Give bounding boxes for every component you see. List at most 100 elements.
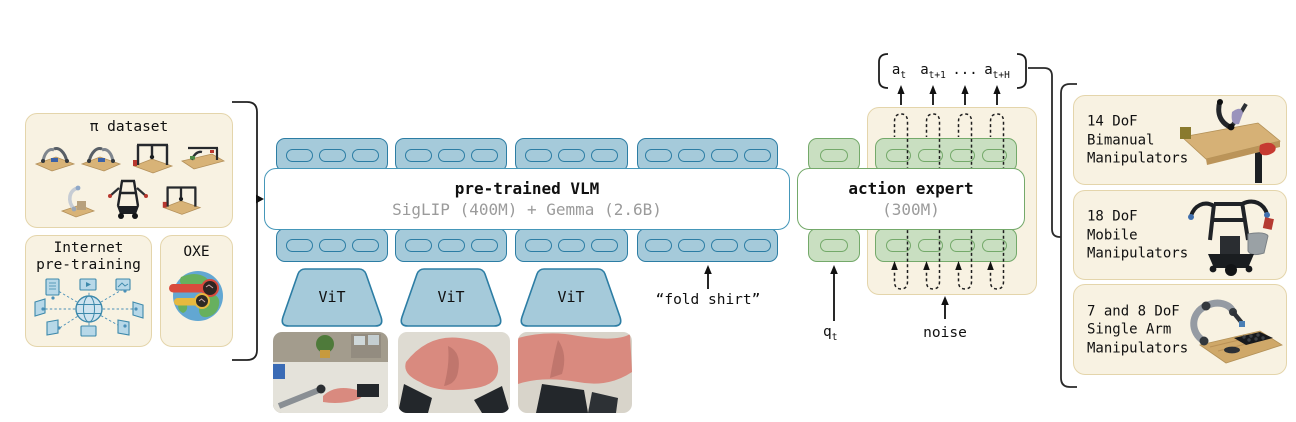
action-token-block bbox=[875, 228, 1017, 262]
trapezoid-shape bbox=[281, 268, 383, 327]
token-pill bbox=[525, 238, 552, 252]
vlm-subtitle: SigLIP (400M) + Gemma (2.6B) bbox=[392, 200, 662, 219]
vlm-token-block bbox=[637, 228, 778, 262]
token-pill bbox=[318, 238, 346, 252]
token-pill bbox=[351, 148, 379, 162]
mobile-robot-photo bbox=[1188, 199, 1274, 276]
vlm-token-block bbox=[395, 228, 507, 262]
robot-thumb-icon bbox=[179, 142, 227, 176]
pi-dataset-thumbnails-row2 bbox=[54, 176, 204, 220]
token-pill bbox=[558, 148, 585, 162]
vlm-token-block bbox=[276, 138, 388, 172]
state-token-block bbox=[808, 228, 860, 262]
token-pill bbox=[437, 238, 465, 252]
token-pill bbox=[644, 148, 672, 162]
token-pill bbox=[677, 238, 705, 252]
token-pill bbox=[318, 148, 346, 162]
camera-image-wrist-left bbox=[398, 332, 510, 413]
trapezoid-shape bbox=[520, 268, 622, 327]
vit-label: ViT bbox=[437, 288, 465, 306]
token-pill bbox=[710, 148, 738, 162]
token-pill bbox=[644, 238, 672, 252]
single-arm-robot-photo bbox=[1190, 299, 1283, 363]
noise-input-arrowhead bbox=[941, 296, 949, 305]
state-token-block bbox=[808, 138, 860, 172]
vlm-token-block bbox=[515, 138, 628, 172]
token-pill bbox=[558, 238, 585, 252]
token-pill bbox=[285, 238, 313, 252]
token-pill bbox=[525, 148, 552, 162]
token-pill bbox=[917, 238, 943, 252]
action-expert-title: action expert bbox=[848, 179, 974, 198]
action-token-block bbox=[875, 138, 1017, 172]
dataset-group-bracket bbox=[232, 101, 258, 361]
camera-image-wrist-left-art bbox=[398, 332, 510, 413]
action-expert-box: action expert (300M) bbox=[797, 168, 1025, 230]
token-pill bbox=[885, 238, 911, 252]
oxe-box: OXE bbox=[160, 235, 233, 347]
token-pill bbox=[437, 148, 465, 162]
token-pill bbox=[710, 238, 738, 252]
robot-thumb-icon bbox=[106, 176, 150, 220]
token-pill bbox=[949, 238, 975, 252]
token-pill bbox=[949, 148, 975, 162]
token-pill bbox=[820, 238, 848, 252]
token-pill bbox=[820, 148, 848, 162]
token-pill bbox=[351, 238, 379, 252]
prompt-arrowhead bbox=[704, 265, 712, 274]
action-expert-subtitle: (300M) bbox=[882, 200, 940, 219]
oxe-globe-icon bbox=[168, 271, 223, 321]
oxe-title: OXE bbox=[183, 244, 210, 260]
pi-dataset-title: π dataset bbox=[89, 119, 169, 135]
token-pill bbox=[404, 148, 432, 162]
vlm-title: pre-trained VLM bbox=[454, 179, 600, 198]
token-pill bbox=[981, 238, 1007, 252]
vit-label: ViT bbox=[557, 288, 585, 306]
vlm-token-block bbox=[276, 228, 388, 262]
token-pill bbox=[404, 238, 432, 252]
internet-title-line2: pre-training bbox=[36, 257, 141, 273]
token-pill bbox=[470, 238, 498, 252]
vlm-token-block bbox=[637, 138, 778, 172]
token-pill bbox=[591, 148, 618, 162]
trapezoid-shape bbox=[400, 268, 502, 327]
token-pill bbox=[591, 238, 618, 252]
action-output-ellipsis: ... bbox=[952, 62, 978, 78]
camera-image-wrist-right bbox=[518, 332, 632, 413]
vlm-token-block bbox=[395, 138, 507, 172]
camera-image-wrist-right-art bbox=[518, 332, 632, 413]
internet-title-line1: Internet bbox=[53, 240, 124, 256]
robot-thumb-icon bbox=[158, 178, 204, 220]
robot-thumb-icon bbox=[54, 180, 98, 220]
internet-pretraining-box: Internet pre-training bbox=[25, 235, 152, 347]
vit-encoder-3: ViT bbox=[514, 267, 628, 329]
action-output-arrowheads bbox=[897, 85, 1001, 94]
vlm-token-block bbox=[515, 228, 628, 262]
token-pill bbox=[917, 148, 943, 162]
token-pill bbox=[285, 148, 313, 162]
token-pill bbox=[470, 148, 498, 162]
token-pill bbox=[677, 148, 705, 162]
vlm-input-arrowhead bbox=[256, 194, 264, 204]
token-pill bbox=[743, 148, 771, 162]
vit-encoder-2: ViT bbox=[394, 267, 508, 329]
noise-input-label: noise bbox=[923, 325, 967, 341]
camera-image-overhead bbox=[273, 332, 388, 413]
bimanual-robot-photo bbox=[1180, 99, 1281, 183]
pretrained-vlm-box: pre-trained VLM SigLIP (400M) + Gemma (2… bbox=[264, 168, 790, 230]
vit-encoder-1: ViT bbox=[275, 267, 389, 329]
robot-thumb-icon bbox=[31, 138, 77, 176]
state-input-arrowhead bbox=[830, 265, 838, 274]
pi-dataset-box: π dataset bbox=[25, 113, 233, 228]
vit-label: ViT bbox=[318, 288, 346, 306]
pi-dataset-thumbnails-row1 bbox=[31, 138, 227, 176]
internet-globe-icon bbox=[33, 278, 144, 337]
robot-thumb-icon bbox=[79, 138, 125, 176]
camera-image-overhead-art bbox=[273, 332, 388, 413]
